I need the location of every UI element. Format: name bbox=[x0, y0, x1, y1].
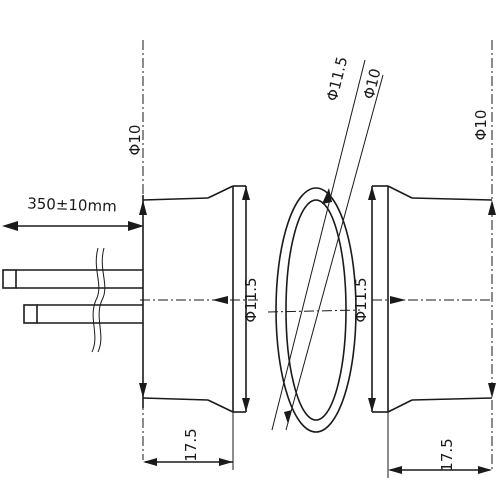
right-length-label: 17.5 bbox=[438, 438, 456, 471]
wire-upper bbox=[2, 269, 143, 289]
leader-outer bbox=[271, 59, 366, 431]
left-length-label: 17.5 bbox=[182, 428, 200, 461]
connector-body-right bbox=[371, 185, 493, 413]
left-view: Φ10 Φ11.5 350±10mm 17.5 bbox=[2, 40, 260, 470]
inner-circle bbox=[285, 199, 347, 421]
left-inner-diameter-label: Φ11.5 bbox=[242, 277, 260, 322]
left-outer-diameter-label: Φ10 bbox=[126, 125, 144, 156]
break-mark bbox=[91, 247, 106, 353]
leader-inner bbox=[285, 74, 384, 431]
end-outer-diameter-label: Φ11.5 bbox=[323, 55, 351, 103]
outer-circle bbox=[275, 187, 357, 433]
wire-lower bbox=[23, 304, 143, 324]
right-outer-diameter-label: Φ10 bbox=[472, 110, 490, 141]
right-inner-diameter-label: Φ11.5 bbox=[352, 277, 370, 322]
connector-body-left bbox=[142, 185, 247, 413]
right-view: Φ11.5 Φ10 17.5 bbox=[352, 40, 496, 478]
cable-length-label: 350±10mm bbox=[27, 194, 117, 215]
end-centerline-h bbox=[267, 309, 361, 313]
end-inner-diameter-label: Φ10 bbox=[360, 67, 385, 101]
end-view: Φ11.5 Φ10 bbox=[267, 55, 385, 433]
